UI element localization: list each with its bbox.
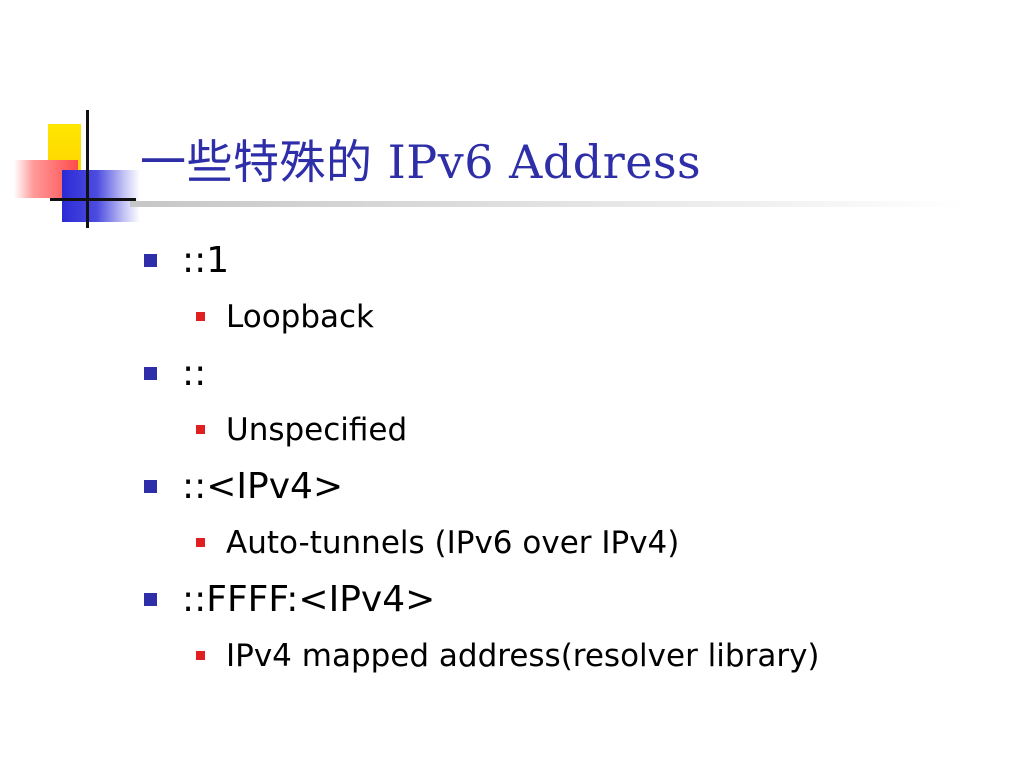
bullet-text: ::<IPv4> — [182, 465, 344, 507]
sub-bullet-item: IPv4 mapped address(resolver library) — [142, 627, 1002, 684]
logo-horizontal-line — [50, 198, 136, 201]
sub-bullet-text: IPv4 mapped address(resolver library) — [226, 637, 820, 674]
square-sub-bullet-icon — [196, 651, 205, 660]
square-sub-bullet-icon — [196, 425, 205, 434]
bullet-text: ::FFFF:<IPv4> — [182, 578, 436, 620]
square-sub-bullet-icon — [196, 538, 205, 547]
sub-bullet-text: Unspecified — [226, 411, 408, 448]
logo-vertical-line — [86, 110, 89, 228]
sub-bullet-text: Loopback — [226, 298, 375, 335]
logo-blue-bar — [62, 170, 140, 222]
bullet-item: :: — [142, 345, 1002, 401]
square-sub-bullet-icon — [196, 312, 205, 321]
sub-bullet-item: Auto-tunnels (IPv6 over IPv4) — [142, 514, 1002, 571]
bullet-item: ::<IPv4> — [142, 458, 1002, 514]
sub-bullet-item: Unspecified — [142, 401, 1002, 458]
square-bullet-icon — [144, 366, 157, 380]
bullet-text: ::1 — [182, 239, 230, 281]
decorative-logo — [0, 100, 150, 240]
bullet-item: ::FFFF:<IPv4> — [142, 571, 1002, 627]
square-bullet-icon — [144, 479, 157, 493]
bullet-text: :: — [182, 352, 207, 394]
sub-bullet-item: Loopback — [142, 288, 1002, 345]
bullet-item: ::1 — [142, 232, 1002, 288]
sub-bullet-text: Auto-tunnels (IPv6 over IPv4) — [226, 524, 680, 561]
slide-title: 一些特殊的 IPv6 Address — [140, 135, 702, 189]
bullet-list: ::1 Loopback :: Unspecified ::<IPv4> Aut… — [142, 232, 1002, 684]
title-underline — [130, 201, 964, 207]
square-bullet-icon — [144, 592, 157, 606]
square-bullet-icon — [144, 253, 157, 267]
